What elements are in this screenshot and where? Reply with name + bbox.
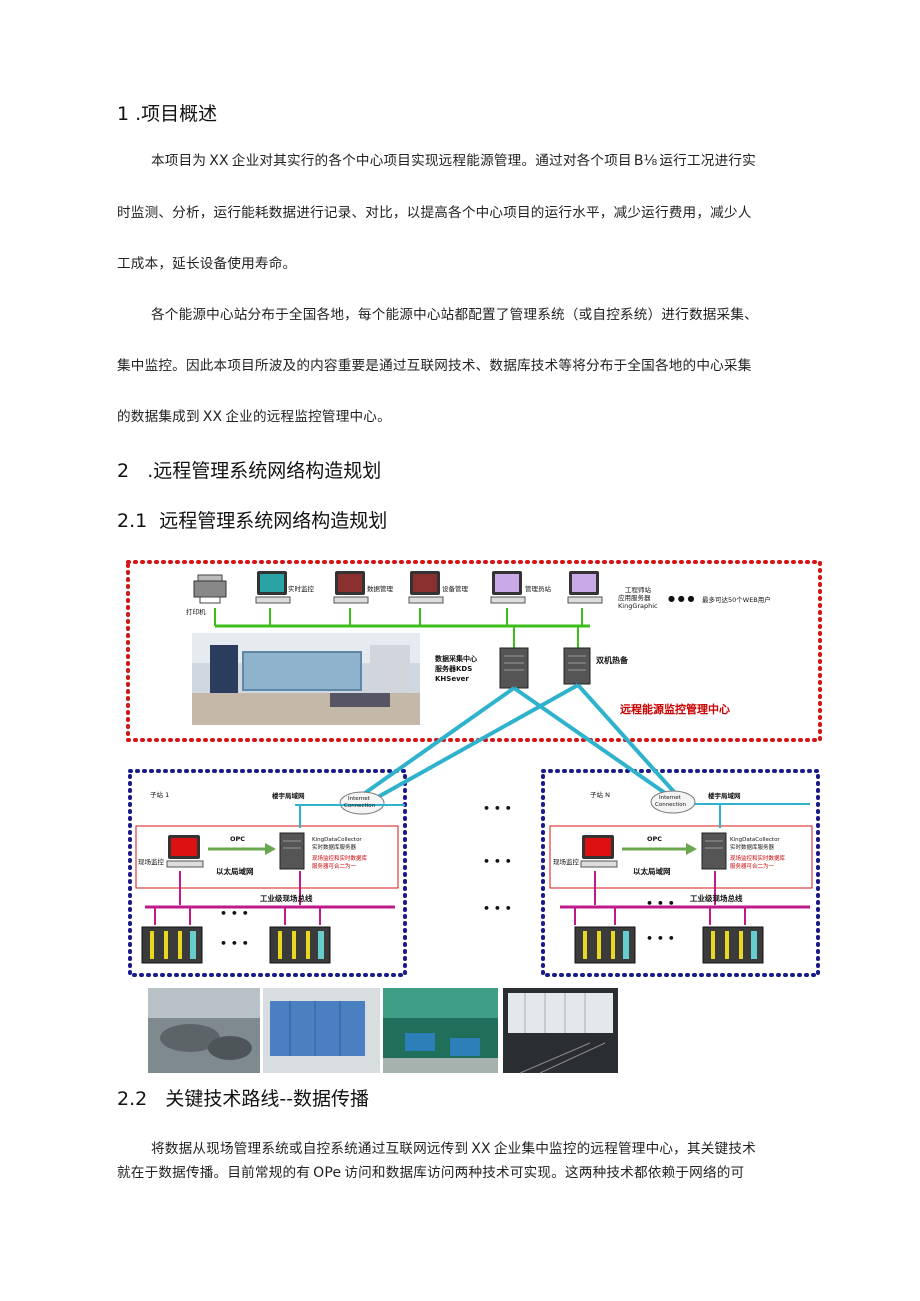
ellipsis-left-bottom: • • •: [220, 937, 249, 950]
ellipsis-middle-1: • • •: [483, 802, 512, 815]
ws-label-admin: 管理员站: [525, 585, 551, 593]
paragraph-overview-2-line2: 集中监控。因此本项目所波及的内容重要是通过互联网技术、数据库技术等将分布于全国各…: [117, 358, 752, 374]
opc-label-right: OPC: [647, 835, 663, 843]
equipment-photo-switchgear: [503, 988, 618, 1074]
ellipsis-middle-3: • • •: [483, 902, 512, 915]
eng-label-3: KingGraphic: [618, 602, 658, 610]
web-users-label: 最多可达50个WEB用户: [702, 596, 771, 604]
printer-icon: [193, 574, 227, 604]
plc-rack-icon: [141, 926, 203, 964]
dual-hot-standby-label: 双机热备: [596, 656, 628, 665]
field-monitor-label-right: 现场监控: [553, 858, 579, 866]
arrow-right-icon: [622, 843, 697, 855]
server-icon: [499, 647, 529, 689]
diagram-canvas: [126, 560, 822, 1074]
eng-label-1: 工程师站: [625, 586, 651, 594]
connection-label-right: Connection: [655, 802, 687, 808]
ellipsis-middle-2: • • •: [483, 855, 512, 868]
fieldbus-label-right: 工业级现场总线: [690, 894, 743, 903]
cloud-icon: [339, 791, 385, 815]
workstation-icon: [255, 571, 291, 604]
lan-label-left: 楼宇局域网: [272, 792, 305, 800]
paragraph-overview-1-line3: 工成本，延长设备使用寿命。: [117, 256, 297, 272]
merge-note-2-left: 服务器可合二为一: [312, 864, 357, 870]
merge-note-2-right: 服务器可合二为一: [730, 864, 775, 870]
workstation-icon: [490, 571, 526, 604]
equipment-photo-ahu: [263, 988, 380, 1073]
plc-rack-icon: [269, 926, 331, 964]
kdc-label-left: KingDataCollector: [312, 837, 362, 843]
workstation-icon: [333, 571, 369, 604]
fieldbus-label-left: 工业级现场总线: [260, 894, 313, 903]
kdc-db-label-left: 实时数据库服务器: [312, 845, 357, 851]
workstation-icon: [166, 835, 204, 868]
ethernet-label-right: 以太局域网: [633, 867, 671, 876]
kdc-db-label-right: 实时数据库服务器: [730, 845, 775, 851]
workstation-icon: [408, 571, 444, 604]
subheading-2-1: 2.1 远程管理系统网络构造规划: [117, 510, 388, 532]
equipment-photo-pumps: [383, 988, 498, 1073]
server-label-2: 服务器KDS: [435, 665, 473, 673]
plc-rack-icon: [574, 926, 636, 964]
right-station-label: 子站 N: [590, 791, 610, 799]
server-label-1: 数据采集中心: [435, 655, 477, 663]
plc-rack-icon: [702, 926, 764, 964]
control-room-photo: [192, 633, 420, 725]
server-label-3: KHSever: [435, 675, 469, 683]
subheading-2-2: 2.2 关键技术路线--数据传播: [117, 1088, 370, 1110]
ellipsis-right-top: • • •: [646, 897, 675, 910]
paragraph-overview-2: 各个能源中心站分布于全国各地，每个能源中心站都配置了管理系统（或自控系统）进行数…: [151, 307, 758, 323]
connection-label-left: Connection: [344, 803, 376, 809]
equipment-photo-chiller: [148, 988, 260, 1073]
workstation-icon: [567, 571, 603, 604]
workstation-icon: [580, 835, 618, 868]
printer-label: 打印机: [186, 608, 206, 616]
ellipsis-right-bottom: • • •: [646, 932, 675, 945]
lan-label-right: 楼宇局域网: [708, 792, 741, 800]
kdc-label-right: KingDataCollector: [730, 837, 780, 843]
heading-project-overview: 1 .项目概述: [117, 103, 218, 125]
heading-network-plan: 2 .远程管理系统网络构造规划: [117, 460, 382, 482]
cloud-icon: [650, 790, 696, 814]
arrow-right-icon: [208, 843, 276, 855]
eng-label-2: 应用服务器: [618, 594, 651, 602]
opc-label-left: OPC: [230, 835, 246, 843]
left-station-label: 子站 1: [150, 791, 170, 799]
internet-label-left: Internet: [348, 796, 370, 802]
ws-label-data: 数据管理: [367, 585, 393, 593]
center-label: 远程能源监控管理中心: [620, 703, 730, 716]
field-monitor-label-left: 现场监控: [138, 858, 164, 866]
dots-label: ● ● ●: [668, 594, 695, 603]
server-icon: [701, 832, 727, 870]
ellipsis-left-top: • • •: [220, 907, 249, 920]
ws-label-realtime: 实时监控: [288, 585, 314, 593]
ws-label-device: 设备管理: [442, 585, 468, 593]
server-icon: [279, 832, 305, 870]
paragraph-overview-1-line2: 时监测、分析，运行能耗数据进行记录、对比，以提高各个中心项目的运行水平，减少运行…: [117, 205, 752, 221]
ethernet-label-left: 以太局域网: [216, 867, 254, 876]
server-icon: [563, 647, 591, 685]
merge-note-1-right: 现场监控和实时数据库: [730, 856, 786, 862]
merge-note-1-left: 现场监控和实时数据库: [312, 856, 368, 862]
internet-label-right: Internet: [659, 795, 681, 801]
network-diagram: 打印机 实时监控 数据管理 设备管理 管理员站 工程师站 应用服务器 KingG…: [120, 553, 825, 1078]
